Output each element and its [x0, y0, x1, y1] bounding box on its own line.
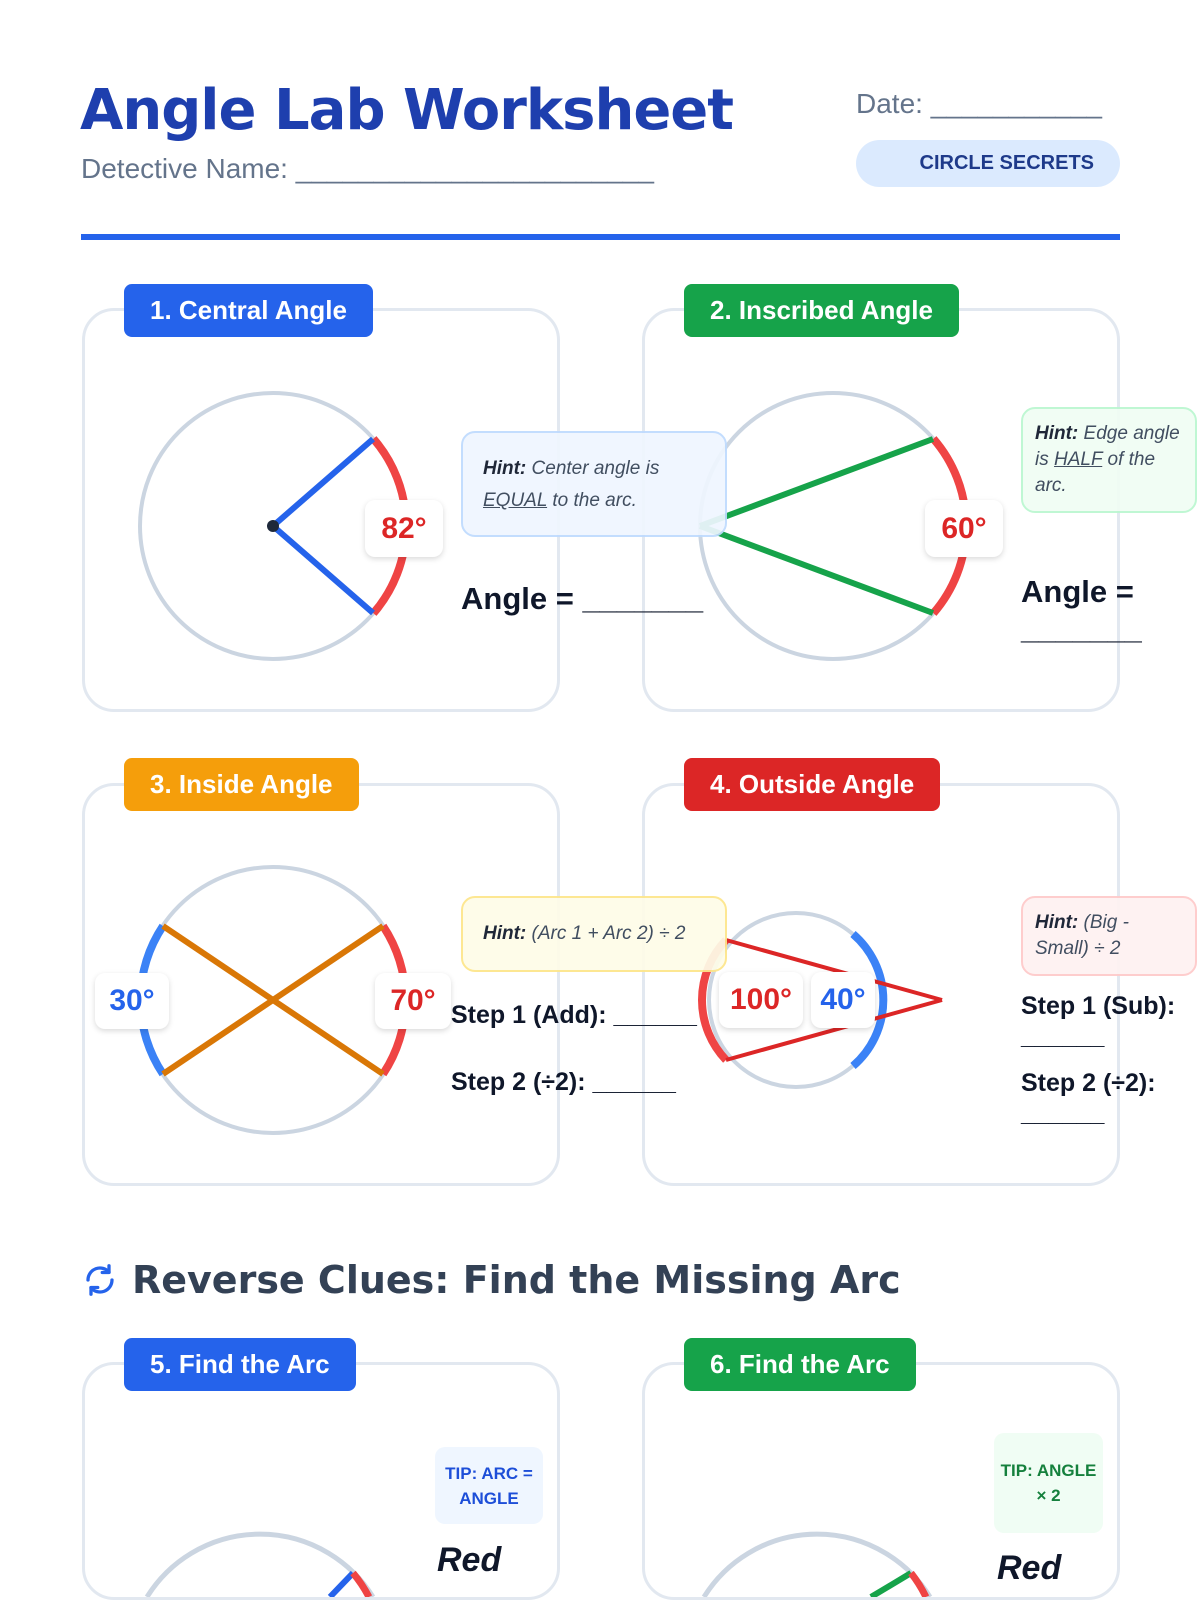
inside-angle-card: 30° 70° Hint: (Arc 1 + Arc 2) ÷ 2 Step 1…: [82, 783, 727, 1186]
arc-label-big: 100°: [719, 972, 803, 1028]
hint-label: Hint:: [1035, 423, 1079, 444]
hint-box: Hint: Center angle is EQUAL to the arc.: [461, 431, 727, 537]
angle-answer[interactable]: Angle = _______: [1021, 574, 1142, 647]
hint-text: to the arc.: [552, 490, 637, 511]
hint-text: Edge angle is: [1035, 423, 1180, 470]
angle-answer[interactable]: Angle = _______: [461, 581, 704, 616]
step-2-answer[interactable]: Step 2 (÷2): ______: [1021, 1069, 1156, 1127]
tip-box: TIP: ANGLE × 2: [994, 1433, 1103, 1533]
section-title: Reverse Clues: Find the Missing Arc: [132, 1258, 901, 1302]
central-angle-card: 82° Hint: Center angle is EQUAL to the ar…: [82, 308, 727, 712]
red-arc-label: Red: [997, 1549, 1062, 1587]
arc-label-right: 70°: [375, 973, 451, 1029]
section-heading: Reverse Clues: Find the Missing Arc: [82, 1258, 901, 1302]
find-arc-card: TIP: ANGLE × 2 Red: [642, 1362, 1120, 1600]
step-1-answer[interactable]: Step 1 (Add): ______: [451, 1001, 697, 1029]
hint-label: Hint:: [483, 458, 527, 479]
find-arc-diagram: [701, 1531, 933, 1597]
arc-label-left: 30°: [95, 973, 169, 1029]
hint-text: (Arc 1 + Arc 2) ÷ 2: [531, 923, 686, 944]
card-title: 2. Inscribed Angle: [684, 284, 959, 337]
step-1-answer[interactable]: Step 1 (Sub): ______: [1021, 992, 1176, 1050]
tip-box: TIP: ARC = ANGLE: [435, 1447, 543, 1524]
hint-box: Hint: (Big - Small) ÷ 2: [1021, 896, 1197, 976]
card-title: 5. Find the Arc: [124, 1338, 356, 1391]
arc-label: 60°: [925, 500, 1003, 557]
find-arc-card: TIP: ARC = ANGLE Red: [82, 1362, 560, 1600]
refresh-icon: [86, 1264, 114, 1296]
hint-box: Hint: Edge angle is HALF of the arc.: [1021, 407, 1197, 513]
arc-label: 82°: [365, 500, 443, 557]
hint-text: (Big - Small) ÷ 2: [1035, 912, 1129, 959]
hint-text: Center angle is: [531, 458, 660, 479]
hint-label: Hint:: [483, 923, 527, 944]
hint-label: Hint:: [1035, 912, 1079, 933]
hint-text: of the arc.: [1035, 449, 1156, 496]
page-title: Angle Lab Worksheet: [80, 78, 734, 143]
card-title: 1. Central Angle: [124, 284, 373, 337]
outside-angle-card: 100° 40° Hint: (Big - Small) ÷ 2 Step 1 …: [642, 783, 1197, 1186]
card-title: 4. Outside Angle: [684, 758, 941, 811]
card-title: 6. Find the Arc: [684, 1338, 916, 1391]
find-arc-diagram: [144, 1531, 376, 1597]
hint-emphasis: EQUAL: [483, 490, 548, 511]
hint-box: Hint: (Arc 1 + Arc 2) ÷ 2: [461, 896, 727, 972]
topic-badge: CIRCLE SECRETS: [856, 140, 1120, 187]
arc-label-small: 40°: [811, 972, 875, 1028]
date-field: Date: ___________: [856, 88, 1102, 119]
red-arc-label: Red: [437, 1541, 502, 1579]
card-title: 3. Inside Angle: [124, 758, 359, 811]
hint-emphasis: HALF: [1054, 449, 1103, 470]
step-2-answer[interactable]: Step 2 (÷2): ______: [451, 1068, 676, 1096]
detective-name-field: Detective Name: _______________________: [81, 153, 654, 184]
header-divider: [81, 234, 1120, 240]
